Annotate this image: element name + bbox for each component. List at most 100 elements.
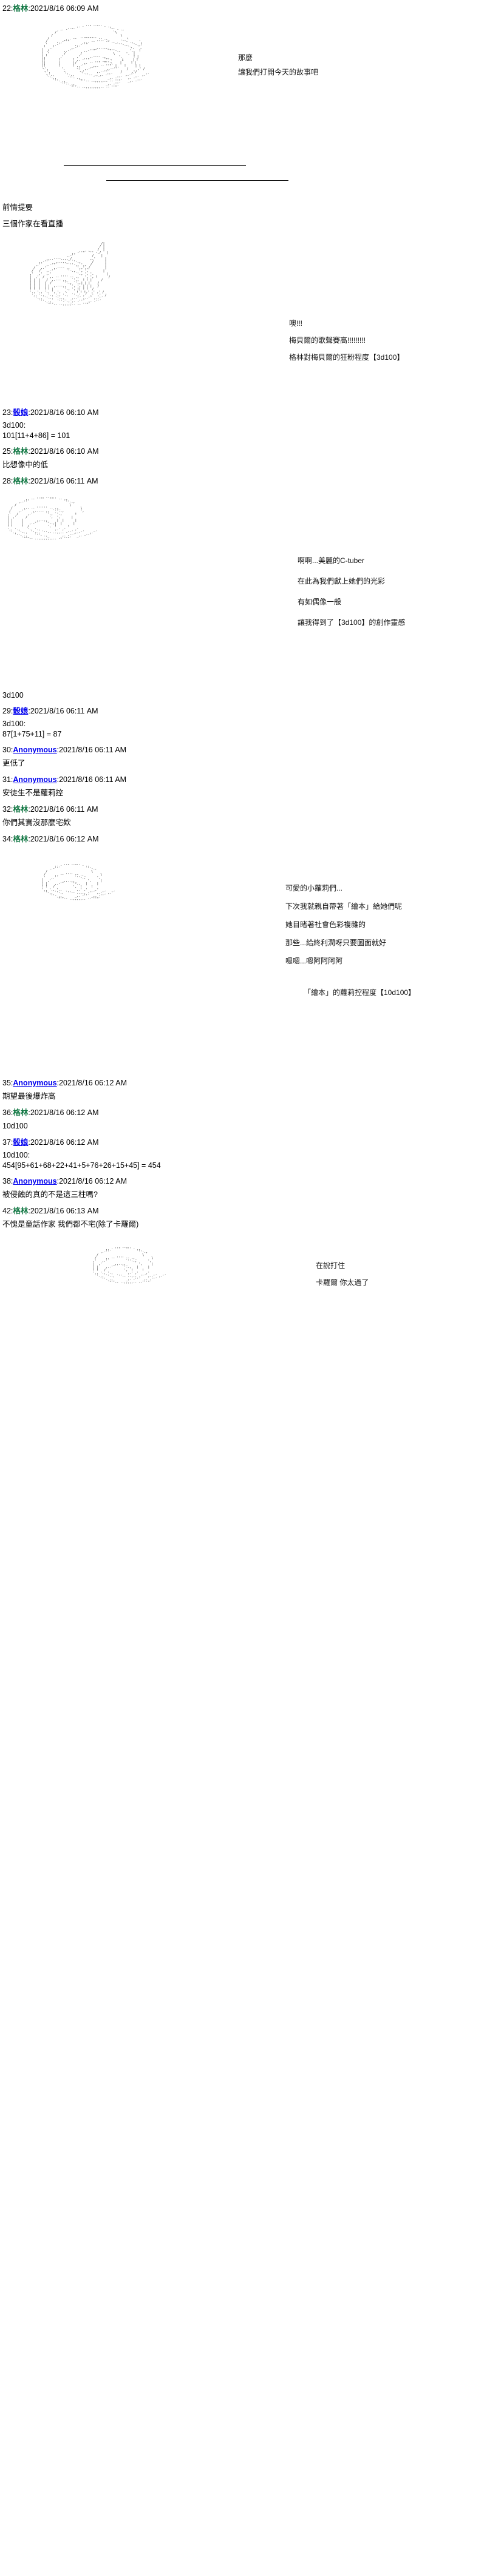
post-number: 25 bbox=[2, 447, 11, 456]
post-author-name[interactable]: Anonymous bbox=[13, 1177, 57, 1185]
post-colon-2: : bbox=[28, 1138, 30, 1147]
post-colon: : bbox=[10, 707, 13, 715]
post-date: 2021/8/16 06:11 AM bbox=[30, 477, 98, 485]
aa4-line-5: 嗯嗯...嗯阿阿阿阿 bbox=[285, 957, 343, 965]
dice-roll-result-23: 101[11+4+86] = 101 bbox=[2, 431, 70, 440]
ascii-art-1: _ ,. ‐ ''" ̄ ̄ "'' ‐ .,_ ,. ‐''" `'' ‐ .… bbox=[42, 25, 149, 89]
dice-call-3d100: 3d100 bbox=[2, 691, 24, 700]
dice-roll-expr-29: 3d100: bbox=[2, 720, 26, 728]
post-author-name[interactable]: 格林 bbox=[13, 447, 29, 456]
aa4-line-1: 可愛的小蘿莉們... bbox=[285, 884, 343, 892]
aa2-line-1: 噢!!! bbox=[289, 319, 303, 328]
post-colon: : bbox=[10, 4, 13, 13]
aa3-line-4: 讓我得到了【3d100】的創作靈感 bbox=[298, 618, 406, 627]
post-colon-2: : bbox=[28, 408, 30, 417]
post-author-name[interactable]: Anonymous bbox=[13, 1079, 57, 1087]
post-author-name[interactable]: 格林 bbox=[13, 477, 29, 485]
post-colon: : bbox=[10, 1138, 13, 1147]
post-number: 22 bbox=[2, 4, 11, 13]
post-header-29: 29:骰娘:2021/8/16 06:11 AM bbox=[2, 706, 504, 716]
post-author-name[interactable]: 格林 bbox=[13, 1207, 29, 1215]
post-date: 2021/8/16 06:09 AM bbox=[30, 4, 99, 13]
ascii-art-block-5: ,. ‐ ''" ̄ ̄ "'' ‐ ., ,.‐''´ `''‐., / \ … bbox=[0, 1248, 504, 1430]
post-date: 2021/8/16 06:12 AM bbox=[30, 1108, 99, 1117]
post-header-25: 25:格林:2021/8/16 06:10 AM bbox=[2, 447, 504, 456]
post-colon: : bbox=[10, 477, 13, 485]
post-body-35: 期望最後爆炸高 bbox=[2, 1092, 56, 1101]
post-author-name[interactable]: 骰娘 bbox=[13, 408, 29, 417]
post-colon: : bbox=[10, 1177, 13, 1185]
post-body-36: 10d100 bbox=[2, 1122, 28, 1130]
dice-roll-result-29: 87[1+75+11] = 87 bbox=[2, 730, 62, 738]
post-colon: : bbox=[10, 1108, 13, 1117]
dice-roll-expr-37: 10d100: bbox=[2, 1151, 30, 1159]
post-colon: : bbox=[10, 1207, 13, 1215]
post-colon-2: : bbox=[28, 477, 30, 485]
post-author-name[interactable]: 格林 bbox=[13, 835, 29, 843]
aa3-line-2: 在此為我們獻上她們的光彩 bbox=[298, 577, 386, 585]
aa3-line-3: 有如偶像一般 bbox=[298, 598, 342, 606]
post-date: 2021/8/16 06:11 AM bbox=[59, 775, 127, 784]
post-header-38: 38:Anonymous:2021/8/16 06:12 AM bbox=[2, 1176, 504, 1186]
aa5-line-2: 卡羅爾 你太過了 bbox=[316, 1278, 369, 1287]
post-author-name[interactable]: 格林 bbox=[13, 805, 29, 814]
post-number: 37 bbox=[2, 1138, 11, 1147]
post-body-32: 你們其實沒那麼宅欸 bbox=[2, 818, 71, 827]
ascii-art-5: ,. ‐ ''" ̄ ̄ "'' ‐ ., ,.‐''´ `''‐., / \ … bbox=[93, 1247, 166, 1284]
post-header-42: 42:格林:2021/8/16 06:13 AM bbox=[2, 1206, 504, 1216]
post-colon-2: : bbox=[28, 1207, 30, 1215]
post-colon: : bbox=[10, 805, 13, 814]
aa4-line-2: 下次我就親自帶著「繪本」給她們呢 bbox=[285, 902, 403, 911]
post-header-23: 23:骰娘:2021/8/16 06:10 AM bbox=[2, 408, 504, 417]
post-number: 38 bbox=[2, 1177, 11, 1185]
aa1-line-1: 那麼 bbox=[238, 53, 253, 62]
post-header-32: 32:格林:2021/8/16 06:11 AM bbox=[2, 804, 504, 814]
post-date: 2021/8/16 06:11 AM bbox=[59, 746, 127, 754]
aa2-line-3: 格林對梅貝爾的狂粉程度【3d100】 bbox=[289, 353, 404, 362]
post-colon-2: : bbox=[28, 707, 30, 715]
recap-line-2: 三個作家在看直播 bbox=[2, 220, 64, 228]
recap-line-1: 前情提要 bbox=[2, 203, 33, 212]
post-author-name[interactable]: 骰娘 bbox=[13, 1138, 29, 1147]
post-body-31: 安徒生不是蘿莉控 bbox=[2, 789, 64, 797]
post-colon: : bbox=[10, 746, 13, 754]
post-author-name[interactable]: 格林 bbox=[13, 4, 29, 13]
post-number: 36 bbox=[2, 1108, 11, 1117]
post-body-30: 更低了 bbox=[2, 759, 26, 767]
aa4-line-3: 她目睹著社會色彩複雜的 bbox=[285, 920, 366, 929]
post-author-name[interactable]: 格林 bbox=[13, 1108, 29, 1117]
post-number: 42 bbox=[2, 1207, 11, 1215]
post-colon-2: : bbox=[56, 775, 60, 784]
dice-roll-expr-23: 3d100: bbox=[2, 421, 26, 430]
ascii-art-block-3: ,. -‐ ''"" ̄ ̄ ""'' ‐- ., ,.‐''´ `''‐., … bbox=[0, 498, 504, 674]
post-date: 2021/8/16 06:11 AM bbox=[30, 805, 98, 814]
post-colon: : bbox=[10, 447, 13, 456]
ascii-art-3: ,. -‐ ''"" ̄ ̄ ""'' ‐- ., ,.‐''´ `''‐., … bbox=[7, 497, 97, 541]
post-header-22: 22:格林:2021/8/16 06:09 AM bbox=[2, 4, 504, 13]
post-author-name[interactable]: 骰娘 bbox=[13, 707, 29, 715]
post-date: 2021/8/16 06:11 AM bbox=[30, 707, 98, 715]
post-body-25: 比想像中的低 bbox=[2, 460, 49, 469]
post-colon: : bbox=[10, 408, 13, 417]
ascii-art-block-2: /| / | / | ,. ‐''"´ ̄`'' ‐,/ | ,.‐'´ / |… bbox=[0, 243, 504, 394]
post-number: 31 bbox=[2, 775, 11, 784]
post-date: 2021/8/16 06:10 AM bbox=[30, 408, 99, 417]
scene-separator-2 bbox=[106, 180, 288, 181]
post-date: 2021/8/16 06:12 AM bbox=[30, 1138, 99, 1147]
post-number: 34 bbox=[2, 835, 11, 843]
post-body-42: 不愧是童話作家 我們都不宅(除了卡羅爾) bbox=[2, 1220, 139, 1229]
post-author-name[interactable]: Anonymous bbox=[13, 775, 57, 784]
dice-roll-result-37: 454[95+61+68+22+41+5+76+26+15+45] = 454 bbox=[2, 1161, 161, 1170]
post-number: 29 bbox=[2, 707, 11, 715]
post-colon-2: : bbox=[28, 1108, 30, 1117]
post-number: 30 bbox=[2, 746, 11, 754]
post-header-30: 30:Anonymous:2021/8/16 06:11 AM bbox=[2, 745, 504, 755]
aa4-line-6: 「繪本」的蘿莉控程度【10d100】 bbox=[304, 988, 416, 997]
post-colon-2: : bbox=[28, 835, 30, 843]
scene-separator-1 bbox=[64, 165, 246, 166]
ascii-art-block-4: ,. ‐ ''" ̄ ̄ "'' ‐ ., ,.‐''´ `''‐., / \ … bbox=[0, 865, 504, 1065]
post-author-name[interactable]: Anonymous bbox=[13, 746, 57, 754]
post-colon-2: : bbox=[28, 805, 30, 814]
post-date: 2021/8/16 06:13 AM bbox=[30, 1207, 99, 1215]
post-colon-2: : bbox=[56, 746, 60, 754]
